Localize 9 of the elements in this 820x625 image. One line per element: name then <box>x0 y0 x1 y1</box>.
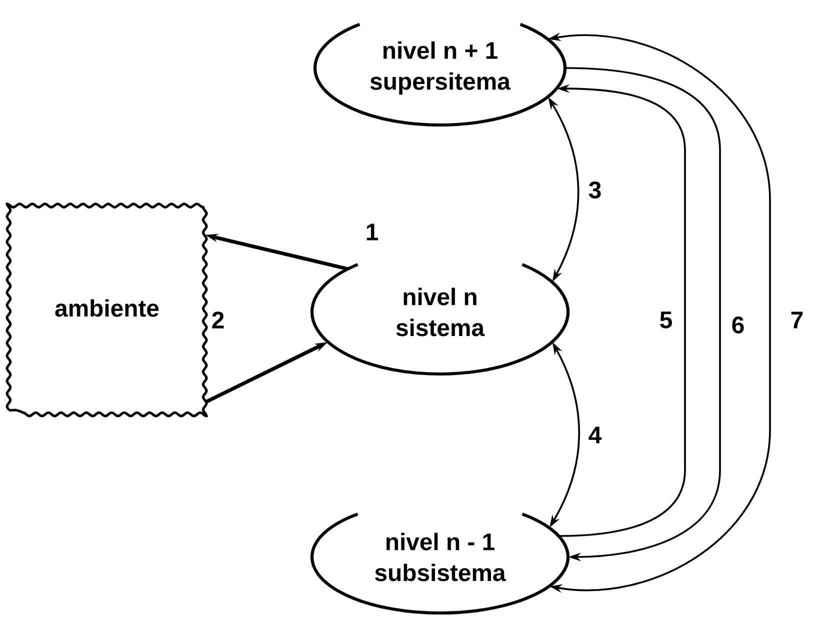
edge-label: 4 <box>586 425 604 445</box>
edge-label: 6 <box>730 315 746 335</box>
edge-label: 2 <box>210 310 226 330</box>
edge-label: 7 <box>788 310 806 330</box>
arrow <box>565 67 721 562</box>
edge-label: 3 <box>586 180 604 200</box>
edge-label: 5 <box>658 310 674 330</box>
edge-label: 1 <box>364 222 380 242</box>
cloud-node: ambiente <box>6 202 208 418</box>
